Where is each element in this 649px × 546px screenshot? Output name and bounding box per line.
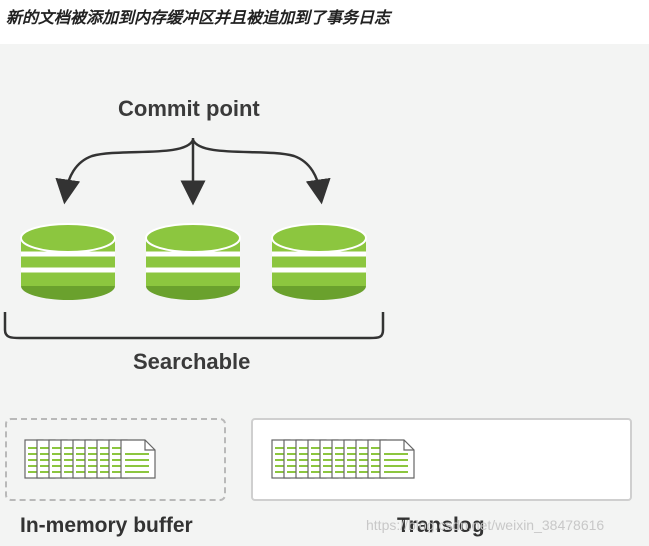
commit-point-label: Commit point (118, 96, 260, 121)
searchable-label: Searchable (133, 349, 251, 374)
in-memory-buffer-label: In-memory buffer (20, 514, 193, 537)
buffer-documents (24, 439, 156, 479)
translog-label: Translog (397, 514, 485, 537)
commit-arrows (55, 138, 331, 206)
page-caption: 新的文档被添加到内存缓冲区并且被追加到了事务日志 (6, 8, 391, 27)
watermark: https://blog.csdn.net/weixin_38478616 (366, 517, 605, 533)
translog-documents (271, 439, 415, 479)
searchable-bracket (3, 312, 385, 340)
